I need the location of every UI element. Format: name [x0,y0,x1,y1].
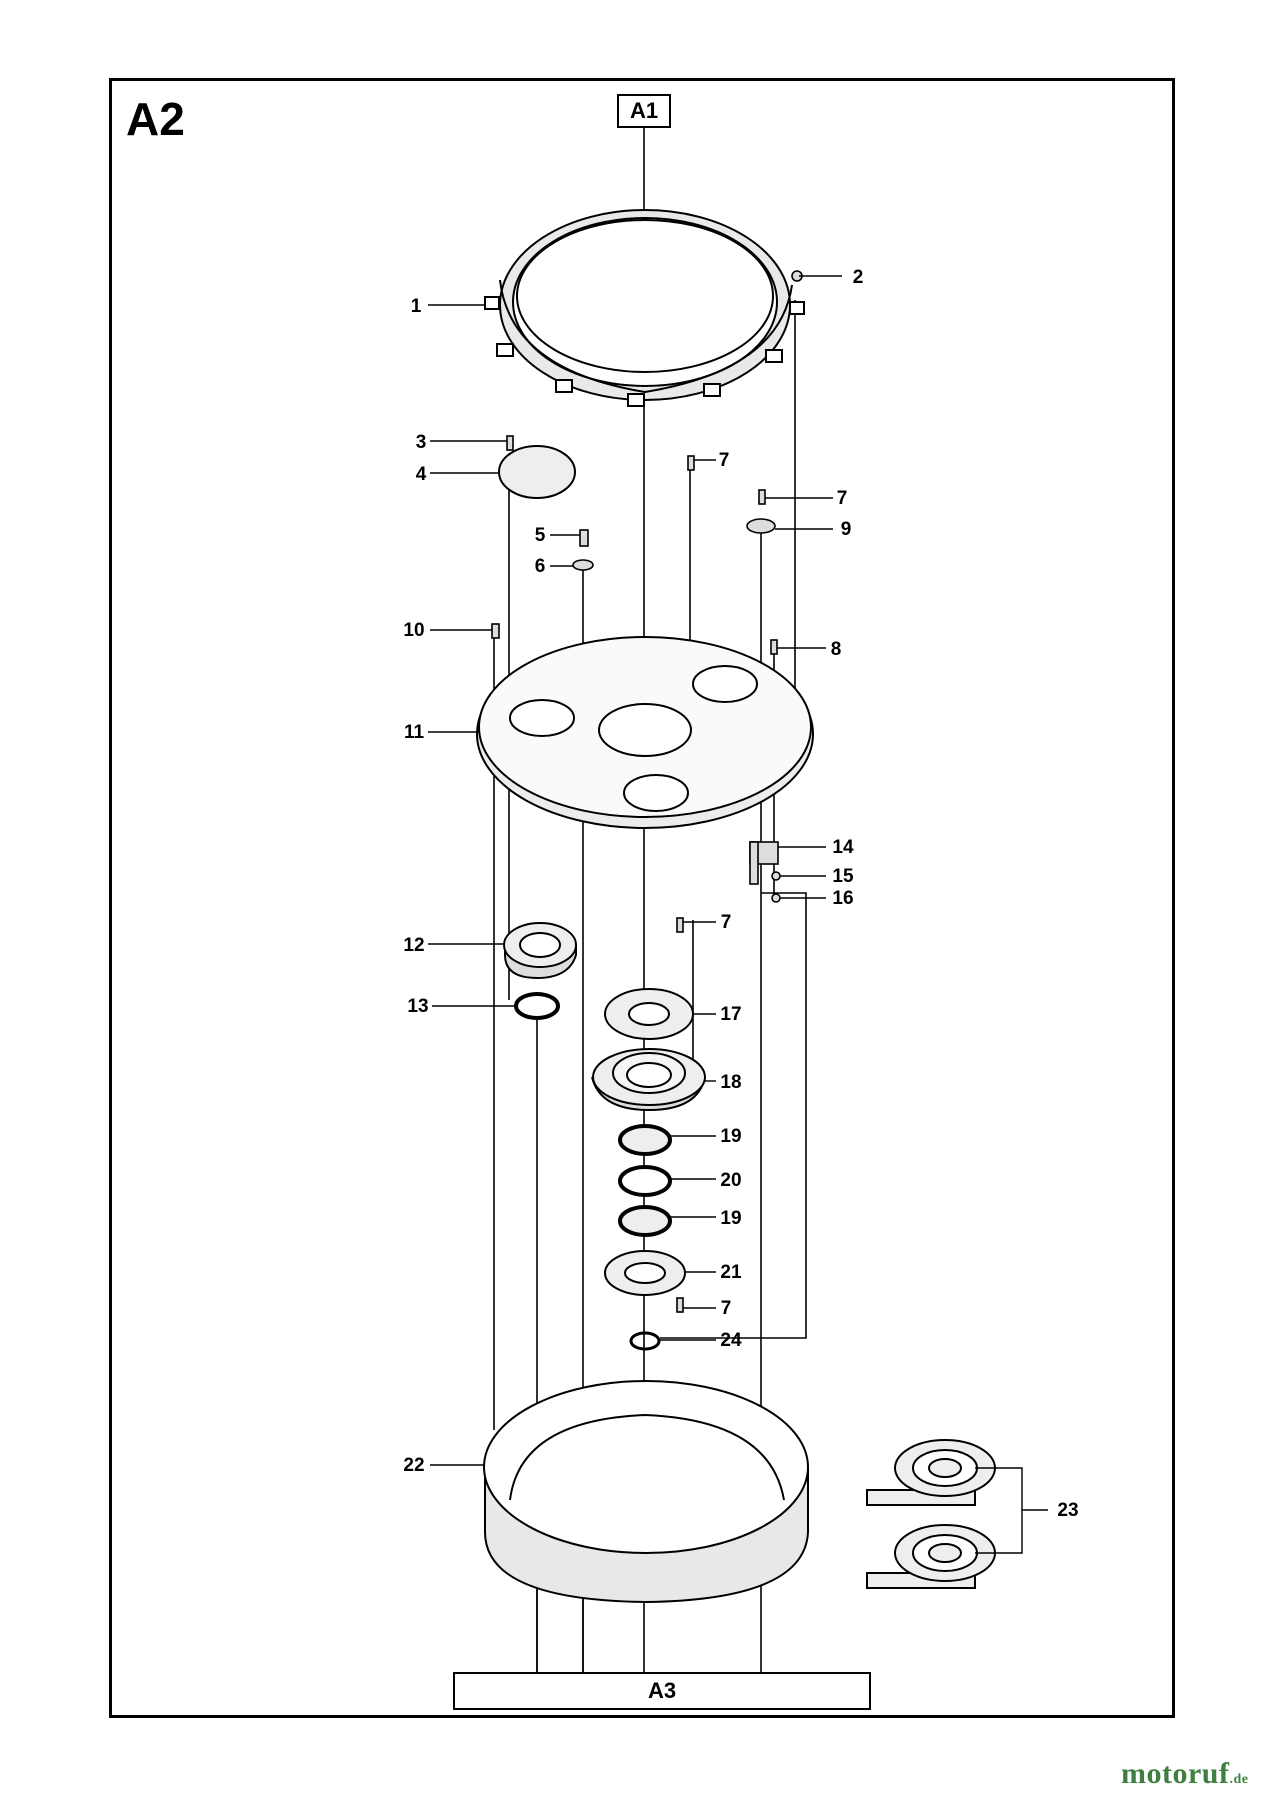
reference-box-bottom: A3 [453,1672,871,1710]
part-13-seal [514,992,560,1020]
part-3-screw [506,435,514,451]
callout-18: 18 [720,1072,741,1093]
callout-12: 12 [403,935,424,956]
part-7-screw-a [687,455,695,471]
callout-3: 3 [416,432,427,453]
callout-24: 24 [720,1330,742,1351]
part-14-bracket [749,841,779,885]
motoruf-watermark: motoruf.de [1121,1757,1248,1791]
callout-14: 14 [832,837,854,858]
part-20-spacer-ring [618,1165,672,1197]
callout-7-d: 7 [721,1298,732,1319]
part-19-bearing-upper [618,1124,672,1156]
callout-17: 17 [720,1004,741,1025]
callout-22: 22 [403,1455,424,1476]
callout-8: 8 [831,639,842,660]
callout-10: 10 [403,620,424,641]
part-9-washer [746,518,776,534]
part-7-screw-b [758,489,766,505]
part-12-flange [503,922,577,980]
callout-4: 4 [416,464,427,485]
part-17-plate [604,988,694,1040]
part-7-screw-d [676,1297,684,1313]
callout-13: 13 [407,996,428,1017]
callout-7-b: 7 [837,488,848,509]
callout-6: 6 [535,556,546,577]
callout-11: 11 [404,722,425,743]
part-7-screw-c [676,917,684,933]
part-10-screw [491,623,500,639]
part-11-main-plate [476,636,814,829]
part-15-washer [771,871,781,881]
callout-5: 5 [535,525,546,546]
callout-23: 23 [1057,1500,1078,1521]
reference-box-top: A1 [617,94,671,128]
callout-20: 20 [720,1170,741,1191]
part-16-nut [771,893,781,903]
part-4-cover-plate [498,445,576,499]
watermark-tld: .de [1229,1772,1249,1787]
callout-2: 2 [853,267,864,288]
part-24-circlip [629,1331,661,1351]
part-22-bottom-ring [483,1380,809,1604]
part-21-plate [604,1250,686,1296]
diagram-frame [109,78,1175,1718]
callout-9: 9 [841,519,852,540]
callout-7-a: 7 [719,450,730,471]
part-6-washer [572,559,594,571]
part-19-bearing-lower [618,1205,672,1237]
callout-15: 15 [832,866,854,887]
callout-19-a: 19 [720,1126,741,1147]
part-8-screw [770,639,778,655]
part-18-hub [591,1048,706,1112]
callout-1: 1 [411,296,422,317]
callout-7-c: 7 [721,912,732,933]
part-1-top-ring [484,209,805,407]
section-title: A2 [126,93,185,145]
callout-21: 21 [720,1262,742,1283]
watermark-name: motoruf [1121,1757,1230,1790]
axis-line-return [660,892,807,1339]
part-5-bolt [579,529,589,547]
part-23-tape-rolls [866,1439,996,1589]
callout-19-b: 19 [720,1208,741,1229]
callout-16: 16 [832,888,853,909]
